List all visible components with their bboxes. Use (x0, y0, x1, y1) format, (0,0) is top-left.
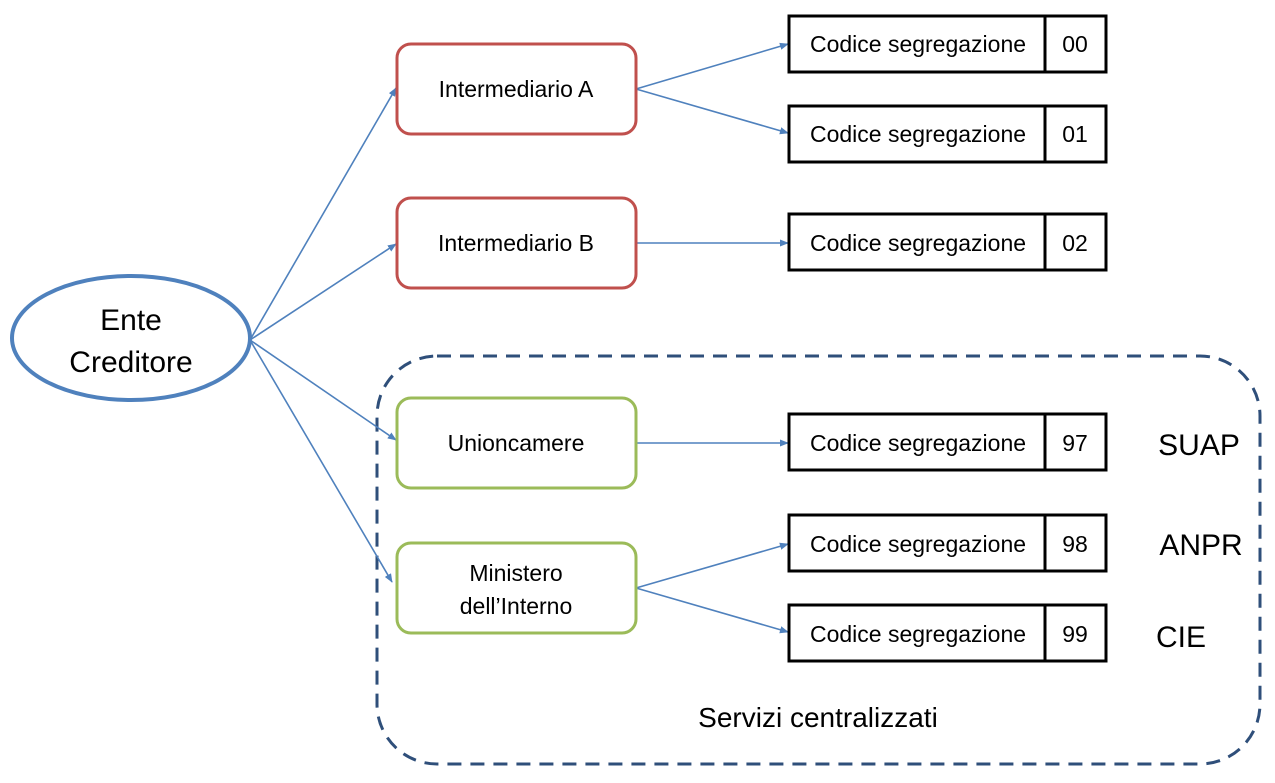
ministero-interno-label-line2: dell’Interno (460, 593, 573, 619)
code-box-01-value: 01 (1062, 121, 1088, 147)
intermediary-b-label: Intermediario B (438, 230, 594, 256)
root-label-line2: Creditore (69, 346, 192, 379)
intermediary-a-box (395, 42, 638, 136)
code-box-02: Codice segregazione 02 (787, 212, 1108, 272)
arrow-ministero-to-code-99 (635, 587, 789, 634)
unioncamere-label: Unioncamere (448, 430, 585, 456)
code-box-02-value: 02 (1062, 230, 1088, 256)
code-box-97-outline (787, 412, 1108, 472)
code-box-98: Codice segregazione 98 (787, 513, 1108, 573)
service-label-suap: SUAP (1158, 429, 1240, 462)
arrow-root-to-unioncamere (249, 339, 397, 441)
intermediary-b: Intermediario B (395, 196, 638, 290)
intermediary-a: Intermediario A (395, 42, 638, 136)
code-box-99-label: Codice segregazione (810, 621, 1026, 647)
code-box-99: Codice segregazione 99 (787, 603, 1108, 663)
arrow-a-to-code-01 (635, 88, 789, 135)
code-box-99-value: 99 (1062, 621, 1088, 647)
unioncamere-box (395, 396, 638, 490)
code-box-02-label: Codice segregazione (810, 230, 1026, 256)
intermediary-b-box (395, 196, 638, 290)
code-box-00-outline (787, 14, 1108, 74)
code-box-01-outline (787, 104, 1108, 164)
intermediary-a-label: Intermediario A (439, 76, 594, 102)
code-box-97-label: Codice segregazione (810, 430, 1026, 456)
root-label-line1: Ente (100, 304, 162, 337)
code-box-01-label: Codice segregazione (810, 121, 1026, 147)
code-box-00: Codice segregazione 00 (787, 14, 1108, 74)
arrow-a-to-code-00 (635, 42, 789, 90)
root-arrows (249, 87, 397, 583)
code-box-98-outline (787, 513, 1108, 573)
code-box-00-label: Codice segregazione (810, 31, 1026, 57)
code-box-00-value: 00 (1062, 31, 1088, 57)
root-ellipse (10, 274, 252, 402)
code-box-98-label: Codice segregazione (810, 531, 1026, 557)
arrow-root-to-intermediario-a (249, 87, 397, 341)
service-label-anpr: ANPR (1159, 529, 1242, 562)
central-services-group-border (375, 354, 1262, 766)
service-label-cie: CIE (1156, 621, 1206, 654)
code-box-02-outline (787, 212, 1108, 272)
code-box-97: Codice segregazione 97 (787, 412, 1108, 472)
arrow-ministero-to-code-98 (635, 542, 789, 589)
code-box-97-value: 97 (1062, 430, 1088, 456)
code-box-98-value: 98 (1062, 531, 1088, 557)
ministero-interno: Ministero dell’Interno (395, 541, 638, 635)
unioncamere: Unioncamere (395, 396, 638, 490)
ministero-interno-label-line1: Ministero (469, 560, 562, 586)
code-box-99-outline (787, 603, 1108, 663)
code-arrows (635, 42, 789, 634)
code-box-01: Codice segregazione 01 (787, 104, 1108, 164)
ministero-interno-box (395, 541, 638, 635)
arrow-root-to-ministero (249, 339, 393, 583)
root-node: Ente Creditore (10, 274, 252, 402)
central-services-group-label: Servizi centralizzati (698, 702, 938, 733)
arrow-root-to-intermediario-b (249, 243, 397, 341)
